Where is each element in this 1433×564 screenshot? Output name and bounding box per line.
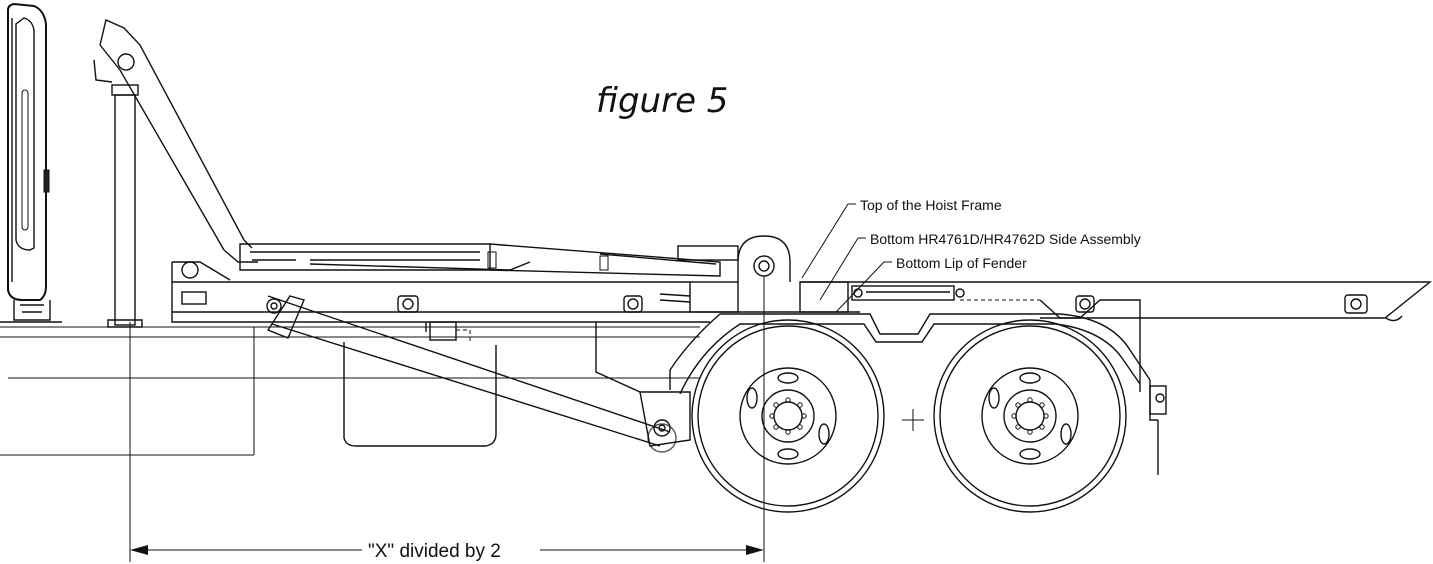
hoist-frame [171, 261, 1432, 323]
hoist-arm [239, 243, 721, 277]
axle-center-mark [902, 409, 924, 431]
chassis-lines [0, 326, 700, 456]
dimension-label: "X" divided by 2 [368, 541, 501, 562]
callout-hoist-frame: Top of the Hoist Frame [860, 197, 1002, 213]
hook-arm-column [93, 19, 258, 328]
dimension-x-half [129, 276, 765, 562]
truck-cab [0, 2, 62, 323]
callout-leaders [801, 203, 892, 313]
callout-side-assembly: Bottom HR4761D/HR4762D Side Assembly [870, 231, 1141, 247]
lift-cylinder [266, 295, 691, 453]
front-rear-wheel [691, 319, 885, 513]
fenders [669, 299, 1167, 475]
back-rear-wheel [933, 319, 1127, 513]
figure-title: figure 5 [596, 81, 728, 121]
frame-roller-bosses [397, 295, 1095, 313]
callout-fender-lip: Bottom Lip of Fender [896, 255, 1027, 271]
fuel-tank [343, 321, 641, 447]
pivot-tower [659, 235, 965, 313]
